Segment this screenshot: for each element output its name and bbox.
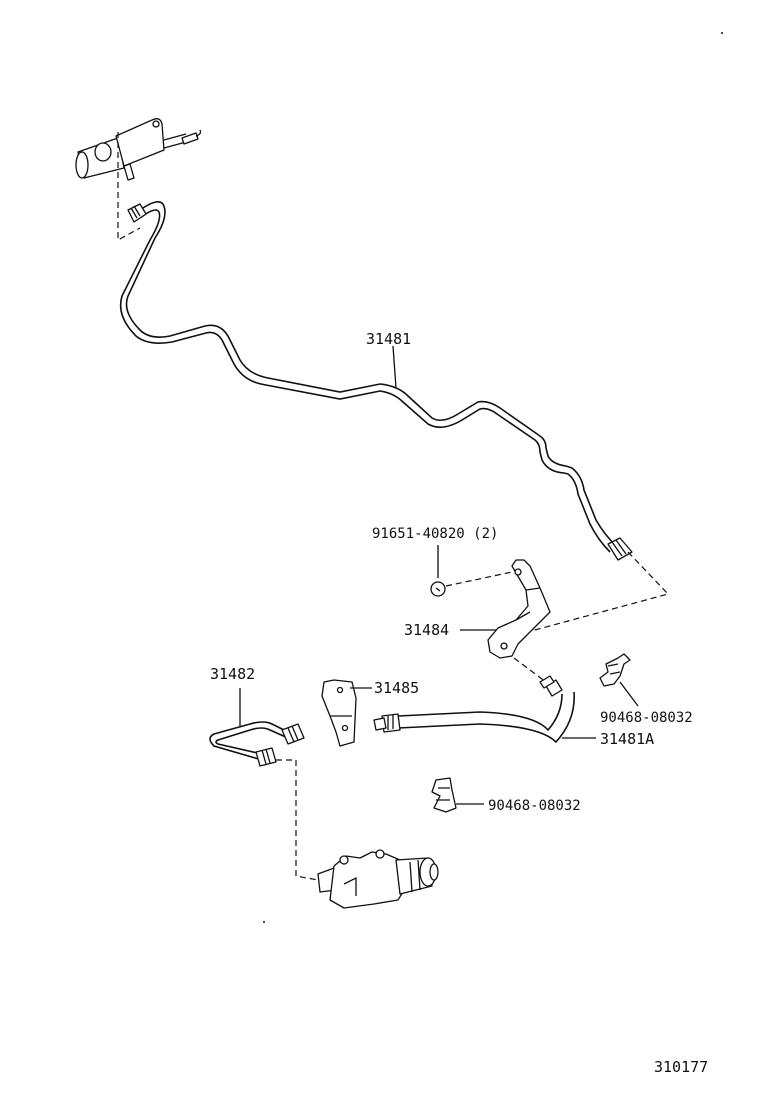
label-31481: 31481 — [366, 330, 411, 348]
master-cylinder-dashed-leader — [117, 132, 141, 242]
label-31481A: 31481A — [600, 730, 654, 748]
clutch-tube-31482 — [209, 721, 305, 767]
label-91651-40820: 91651-40820 (2) — [372, 526, 498, 542]
label-90468-08032-upper: 90468-08032 — [600, 710, 693, 726]
tube-to-release-cylinder-dashed-leader — [276, 759, 319, 881]
clip-90468-lower — [431, 777, 457, 813]
clutch-tube-31481 — [119, 201, 633, 561]
label-31484: 31484 — [404, 621, 449, 639]
hose-bracket-31484 — [487, 559, 551, 659]
label-31482: 31482 — [210, 665, 255, 683]
clip-upper-leader — [619, 681, 639, 707]
bolt-dashed-leader — [445, 571, 513, 587]
clip-90468-upper — [599, 653, 631, 687]
master-cylinder — [75, 118, 202, 181]
release-cylinder — [317, 849, 439, 909]
bracket-31485 — [321, 679, 357, 747]
label-31485: 31485 — [374, 679, 419, 697]
label-90468-08032-lower: 90468-08032 — [488, 798, 581, 814]
tube-31481-leader — [392, 345, 397, 389]
tube-to-bracket-dashed-leader — [519, 551, 670, 635]
flexible-hose-31481A — [373, 675, 575, 744]
diagram-number: 310177 — [654, 1058, 708, 1076]
bracket-to-hose-dashed-leader — [513, 657, 547, 683]
